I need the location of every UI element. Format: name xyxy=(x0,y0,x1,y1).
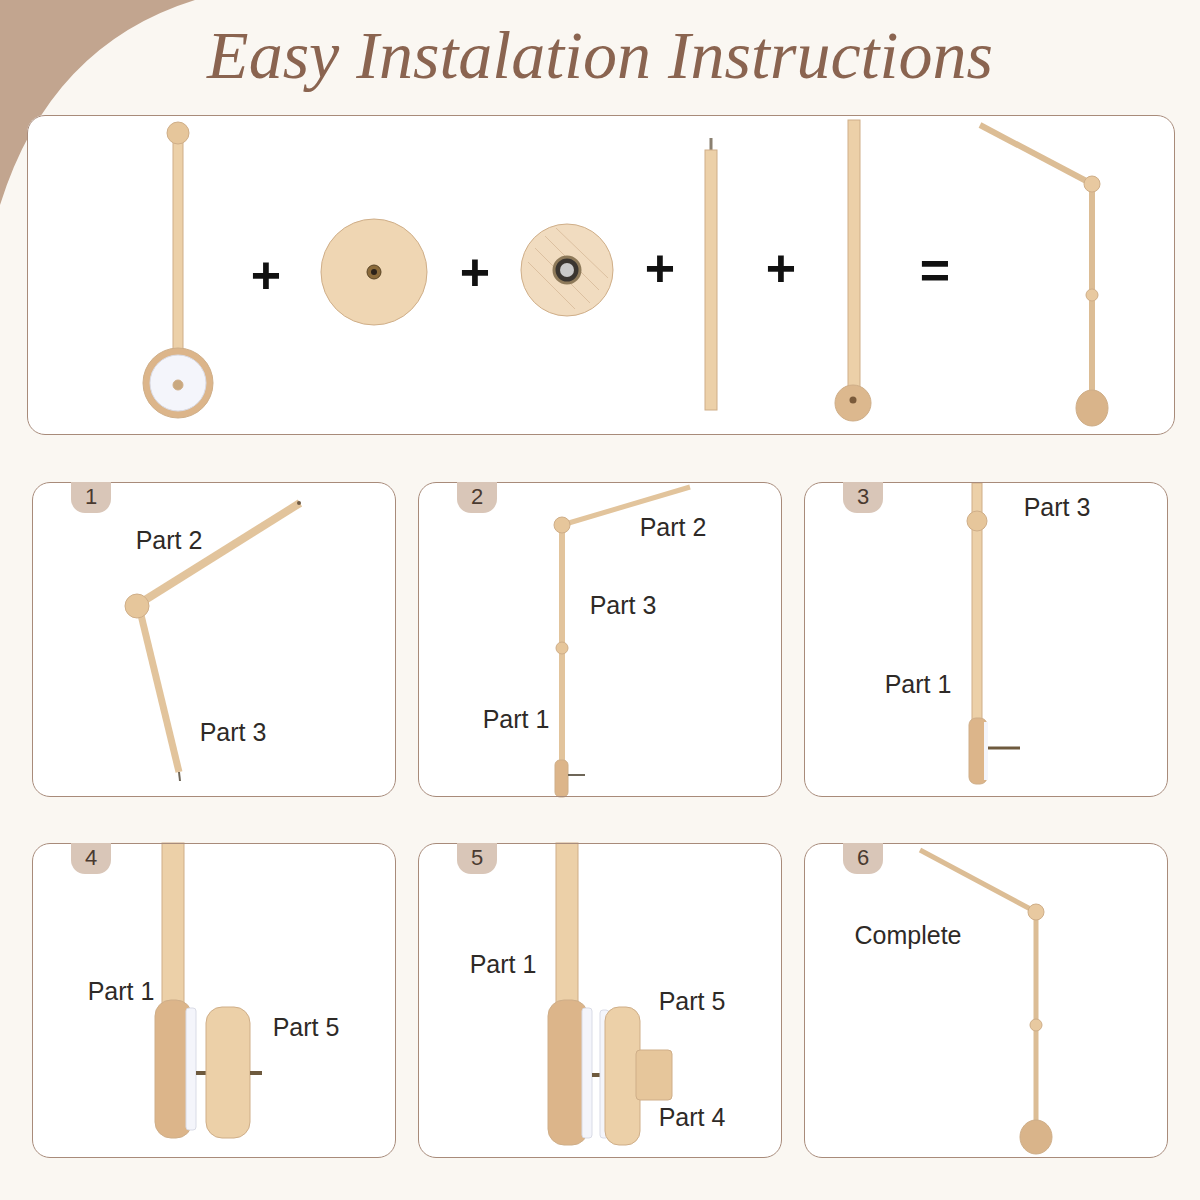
step-panel: Part 3 Part 1 3 xyxy=(804,482,1168,797)
step-illustration xyxy=(969,718,987,784)
step-illustration xyxy=(186,1008,196,1130)
operator-symbol: + xyxy=(251,247,281,304)
step-panel: Part 1 Part 5 4 xyxy=(32,843,396,1158)
step-illustration xyxy=(556,843,578,1008)
panel-fill xyxy=(32,843,396,1158)
step-panel: Part 2 Part 3 1 xyxy=(32,482,396,797)
step-badge: 3 xyxy=(843,482,883,513)
part-illustration xyxy=(173,138,183,368)
part-illustration xyxy=(1076,390,1108,426)
part-label: Part 1 xyxy=(885,671,952,699)
step-illustration xyxy=(1030,1019,1042,1031)
step-badge: 6 xyxy=(843,843,883,874)
step-illustration xyxy=(297,501,301,505)
part-illustration xyxy=(150,355,206,411)
part-illustration xyxy=(528,228,608,309)
part-illustration xyxy=(167,122,189,144)
step-illustration xyxy=(605,1007,640,1145)
part-label: Part 2 xyxy=(136,527,203,555)
part-label: Part 4 xyxy=(659,1104,726,1132)
step-illustration xyxy=(125,501,301,781)
step-illustration xyxy=(141,615,179,772)
part-label: Part 5 xyxy=(659,988,726,1016)
panel-fill xyxy=(804,482,1168,797)
step-number: 3 xyxy=(857,485,869,509)
panel-fill xyxy=(27,115,1175,1158)
part-label: Part 3 xyxy=(590,592,657,620)
panel-fill xyxy=(27,115,1175,435)
part-label: Part 1 xyxy=(470,951,537,979)
part-illustration xyxy=(371,269,377,275)
part-illustration xyxy=(367,265,381,279)
operator-symbol: = xyxy=(920,242,950,299)
part-label: Complete xyxy=(855,922,962,950)
step-illustration xyxy=(554,517,570,533)
part-label: Part 1 xyxy=(483,706,550,734)
step-badge: 1 xyxy=(71,482,111,513)
step-number: 4 xyxy=(85,846,97,870)
step-illustration xyxy=(1020,1120,1052,1154)
step-illustration xyxy=(920,850,1052,1154)
parts-panel: + + + + = xyxy=(27,115,1175,435)
step-illustration xyxy=(582,1008,592,1138)
part-illustration xyxy=(980,125,1092,184)
step-illustration xyxy=(125,594,149,618)
part-illustration xyxy=(554,257,580,283)
part-label: Part 1 xyxy=(88,978,155,1006)
panel-fill xyxy=(418,843,782,1158)
part-illustration xyxy=(143,120,1108,426)
part-illustration xyxy=(143,348,213,418)
operator-symbol: + xyxy=(766,240,796,297)
part-illustration xyxy=(521,224,613,316)
part-illustration xyxy=(705,150,717,410)
part-illustration xyxy=(710,138,713,150)
panel-fill xyxy=(418,482,782,797)
part-label: Part 5 xyxy=(273,1014,340,1042)
part-illustration xyxy=(1086,289,1098,301)
step-number: 5 xyxy=(471,846,483,870)
part-illustration xyxy=(173,380,183,390)
step-number: 2 xyxy=(471,485,483,509)
part-illustration xyxy=(850,397,857,404)
step-illustration xyxy=(555,760,568,797)
step-number: 6 xyxy=(857,846,869,870)
step-illustration xyxy=(920,850,1036,912)
step-illustration xyxy=(568,774,585,776)
operator-symbol: + xyxy=(645,240,675,297)
part-illustration xyxy=(1084,176,1100,192)
step-illustration xyxy=(984,722,988,780)
panel-fill xyxy=(32,482,396,797)
part-illustration xyxy=(560,263,574,277)
step-badge: 2 xyxy=(457,482,497,513)
part-label: Part 3 xyxy=(200,719,267,747)
step-badge: 5 xyxy=(457,843,497,874)
step-panel: Part 2 Part 3 Part 1 2 xyxy=(418,482,782,797)
part-illustration xyxy=(848,120,860,392)
part-label: Part 3 xyxy=(1024,494,1091,522)
step-illustration xyxy=(967,483,1020,784)
step-illustration xyxy=(162,843,184,1008)
step-illustration xyxy=(179,772,180,781)
step-illustration xyxy=(250,1071,262,1075)
step-panel: Part 1 Part 5 Part 4 5 xyxy=(418,843,782,1158)
panel-fill xyxy=(804,843,1168,1158)
part-label: Part 2 xyxy=(640,514,707,542)
step-illustration xyxy=(556,642,568,654)
operator-symbol: + xyxy=(460,244,490,301)
step-illustration xyxy=(155,843,262,1138)
title: Easy Instalation Instructions xyxy=(0,18,1200,93)
part-illustration xyxy=(321,219,427,325)
step-illustration xyxy=(206,1007,250,1138)
step-number: 1 xyxy=(85,485,97,509)
step-panel: Complete 6 xyxy=(804,843,1168,1158)
step-badge: 4 xyxy=(71,843,111,874)
step-illustration xyxy=(1028,904,1044,920)
step-illustration xyxy=(967,511,987,531)
step-illustration xyxy=(636,1050,672,1100)
step-illustration xyxy=(988,747,1020,750)
part-illustration xyxy=(835,385,871,421)
step-illustration xyxy=(548,843,672,1145)
